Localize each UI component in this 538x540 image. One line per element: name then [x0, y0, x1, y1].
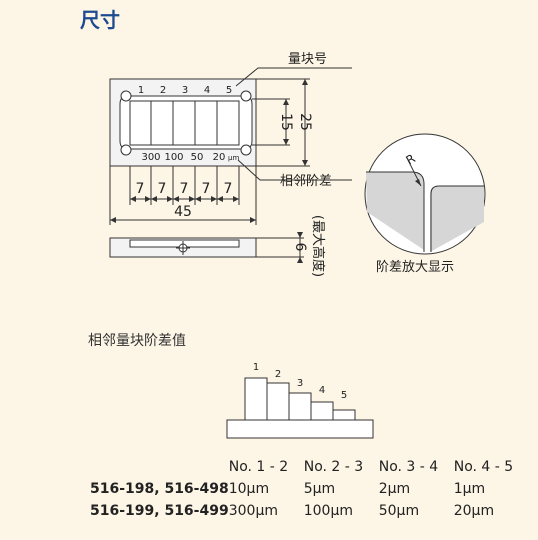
dim-inner-height: 15 [278, 113, 294, 131]
step-value-label: 100 [164, 152, 183, 163]
dim-pitch-value: 7 [180, 181, 189, 197]
step-bar-5 [332, 409, 356, 421]
dim-overall-length: 45 [174, 204, 192, 220]
block-number-label: 5 [226, 85, 232, 96]
block-slot [119, 95, 253, 150]
value-cell: 300μm [228, 503, 278, 519]
step-base [226, 419, 374, 439]
value-cell: 5μm [303, 481, 336, 497]
value-cell: 10μm [228, 481, 270, 497]
step-bar-3 [288, 392, 312, 421]
mount-hole [240, 90, 252, 102]
zoom-block-edge-right [430, 185, 484, 252]
column-header: No. 4 - 5 [453, 459, 514, 475]
block-number-callout: 量块号 [288, 52, 327, 67]
value-cell: 50μm [378, 503, 420, 519]
model-cell: 516-199, 516-499 [90, 503, 229, 519]
block-number-label: 2 [160, 85, 166, 96]
model-cell: 516-198, 516-498 [90, 481, 229, 497]
value-cell: 20μm [453, 503, 495, 519]
step-bar-label: 4 [319, 385, 325, 396]
step-bar-label: 1 [253, 362, 259, 373]
dim-pitch-value: 7 [202, 181, 211, 197]
value-cell: 2μm [378, 481, 411, 497]
step-bar-2 [266, 382, 290, 421]
block-number-label: 3 [182, 85, 188, 96]
dim-pitch-value: 7 [224, 181, 233, 197]
dim-thickness: 6 [292, 243, 308, 252]
leader-adjacent-step [237, 159, 352, 181]
step-bar-label: 2 [275, 369, 281, 380]
step-bar-1 [244, 377, 268, 421]
value-cell: 100μm [303, 503, 353, 519]
step-bar-label: 3 [297, 378, 303, 389]
step-value-label: 20 [213, 152, 226, 163]
dim-pitch-value: 7 [136, 181, 145, 197]
mount-hole [240, 144, 252, 156]
mount-hole [120, 144, 132, 156]
step-zoom-caption: 阶差放大显示 [376, 260, 454, 275]
column-header: No. 3 - 4 [378, 459, 439, 475]
step-value-label: 50 [191, 152, 204, 163]
step-bars [226, 377, 374, 439]
step-unit-label: μm [228, 154, 239, 162]
gauge-block-5 [216, 100, 240, 146]
step-bar-label: 5 [341, 390, 347, 401]
leader-block-number [235, 67, 352, 87]
step-value-table: No. 1 - 2 No. 2 - 3 No. 3 - 4 No. 4 - 5 … [90, 456, 529, 522]
step-bar-4 [310, 401, 334, 421]
max-height-label: (最大高度) [310, 215, 326, 277]
page-title: 尺寸 [80, 8, 120, 32]
adjacent-step-callout: 相邻阶差 [280, 174, 332, 189]
dim-pitch-value: 7 [158, 181, 167, 197]
mount-hole [120, 90, 132, 102]
block-number-label: 4 [204, 85, 210, 96]
step-value-label: 300 [141, 152, 160, 163]
zoom-block-edge-left [366, 171, 425, 252]
block-number-label: 1 [138, 85, 144, 96]
table-header-row: No. 1 - 2 No. 2 - 3 No. 3 - 4 No. 4 - 5 [90, 456, 529, 478]
column-header: No. 2 - 3 [303, 459, 364, 475]
value-cell: 1μm [453, 481, 486, 497]
dim-overall-height: 25 [297, 113, 313, 131]
table-row: 516-199, 516-499 300μm 100μm 50μm 20μm [90, 500, 529, 522]
step-section-heading: 相邻量块阶差值 [88, 333, 186, 349]
column-header: No. 1 - 2 [228, 459, 289, 475]
table-row: 516-198, 516-498 10μm 5μm 2μm 1μm [90, 478, 529, 500]
